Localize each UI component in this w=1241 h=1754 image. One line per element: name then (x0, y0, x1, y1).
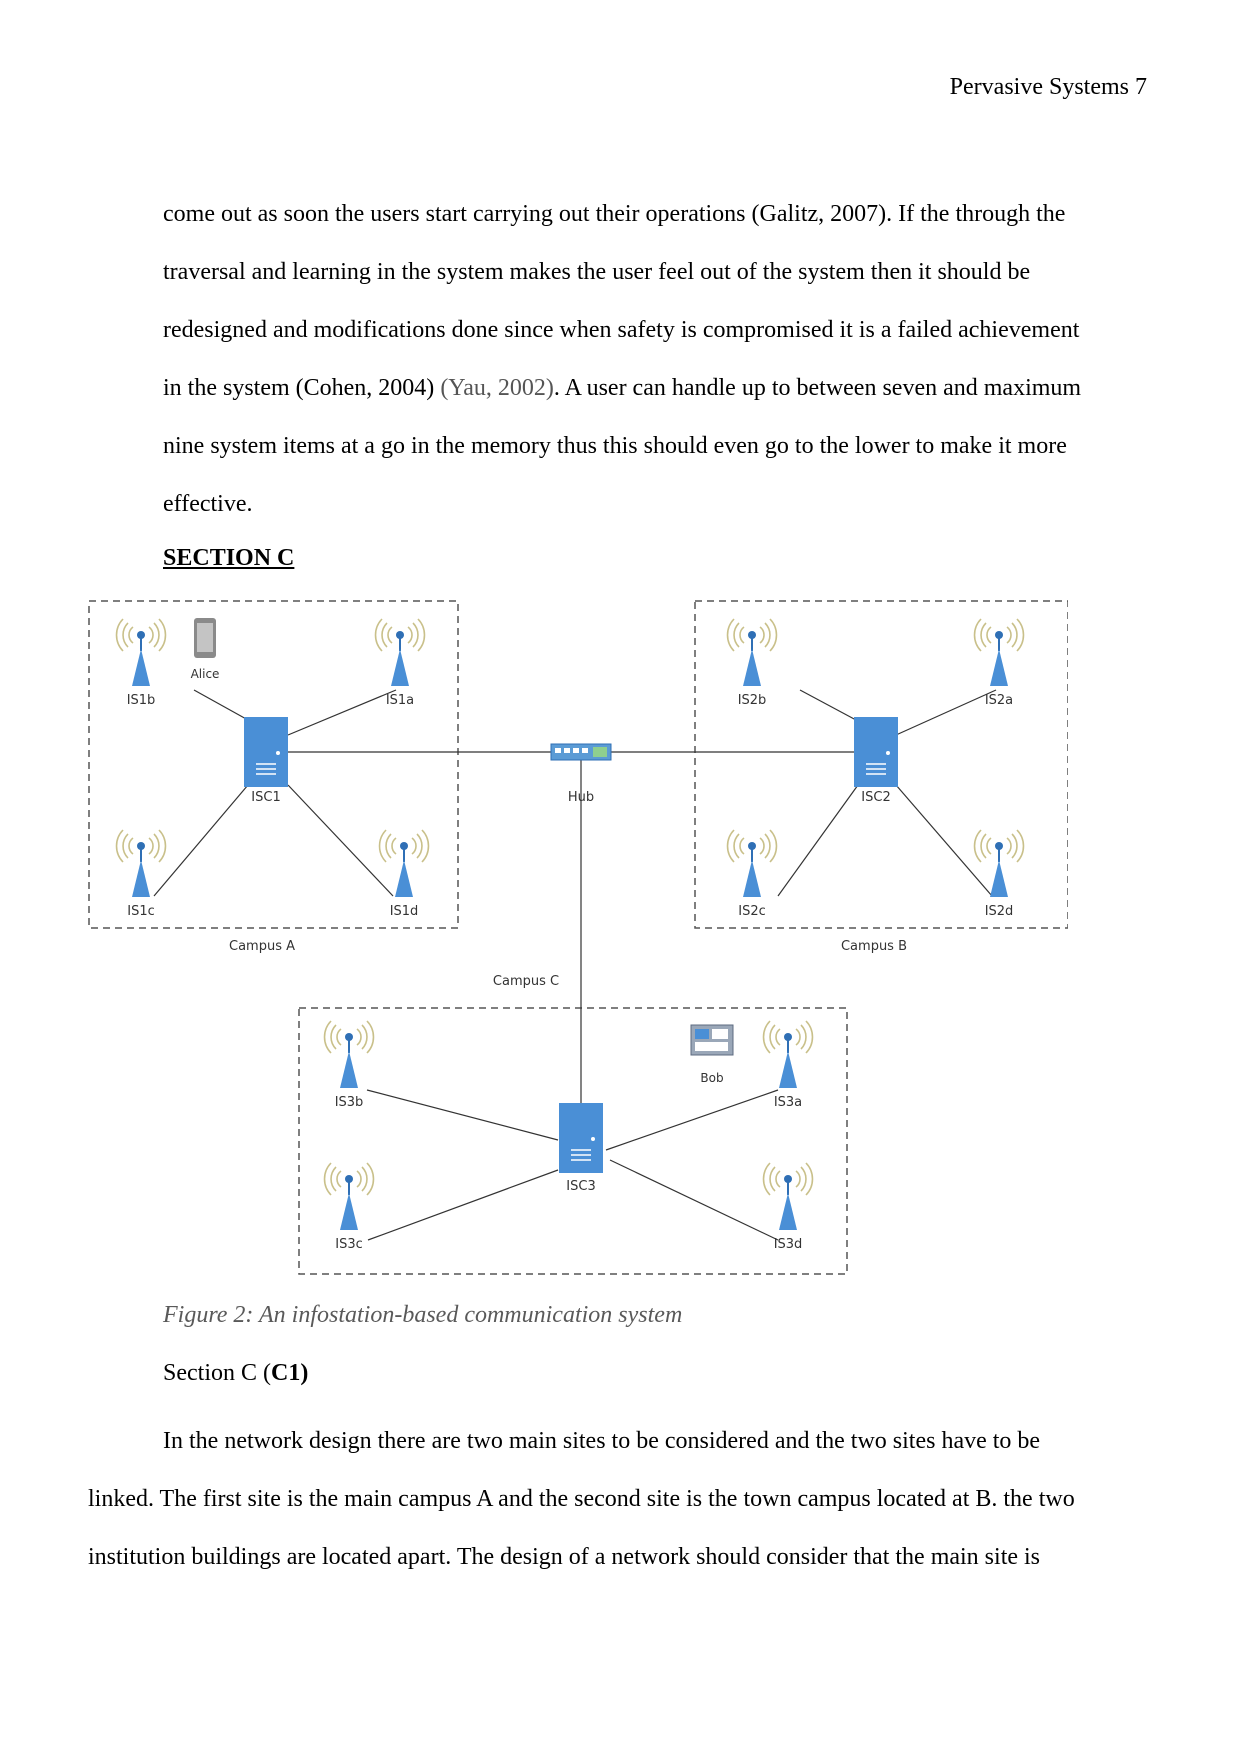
station-label: IS1a (386, 693, 414, 708)
campus-c-boundary (298, 1007, 848, 1275)
antenna-tower-icon (115, 618, 167, 687)
server-isc2-icon (853, 716, 899, 788)
paragraph-line: nine system items at a go in the memory … (163, 433, 1067, 459)
antenna-tower-icon (115, 829, 167, 898)
subsection-prefix: Section C ( (163, 1360, 271, 1386)
antenna-tower-icon (374, 618, 426, 687)
station-label: IS3c (335, 1237, 363, 1252)
station-label: IS2b (738, 693, 767, 708)
intro-paragraph: come out as soon the users start carryin… (163, 185, 1163, 533)
paragraph-line: effective. (163, 491, 253, 517)
paragraph-line: in the system (Cohen, 2004) (Yau, 2002).… (163, 359, 1163, 417)
paragraph-line: institution buildings are located apart.… (88, 1544, 1041, 1570)
campus-label: Campus B (841, 939, 907, 954)
subsection-heading: Section C (C1) (163, 1360, 308, 1387)
paragraph-text: . A user can handle up to between seven … (553, 375, 1082, 401)
server-isc3-icon (558, 1102, 604, 1174)
hub-switch-icon (550, 743, 612, 761)
server-label: ISC2 (861, 790, 890, 805)
server-label: ISC1 (251, 790, 280, 805)
campus-a-boundary (88, 600, 459, 929)
desktop-computer-icon (690, 1024, 734, 1056)
station-label: IS2d (985, 904, 1014, 919)
smartphone-icon (194, 618, 216, 658)
station-label: IS1b (127, 693, 156, 708)
network-diagram: Hub ISC1 ISC2 ISC3 IS1b IS1a IS1c IS1d A… (88, 600, 1068, 1275)
antenna-tower-icon (762, 1162, 814, 1231)
antenna-tower-icon (762, 1020, 814, 1089)
station-label: IS1d (390, 904, 419, 919)
station-label: IS3a (774, 1095, 802, 1110)
server-label: ISC3 (566, 1179, 595, 1194)
paragraph-text: in the system (Cohen, 2004) (163, 375, 441, 401)
campus-b-boundary (694, 600, 1068, 929)
paragraph-line: redesigned and modifications done since … (163, 317, 1080, 343)
running-header: Pervasive Systems 7 (949, 74, 1147, 100)
antenna-tower-icon (323, 1162, 375, 1231)
station-label: IS2c (738, 904, 766, 919)
section-heading: SECTION C (163, 545, 295, 571)
citation: (Yau, 2002) (440, 375, 554, 401)
paragraph-line: In the network design there are two main… (163, 1428, 1041, 1454)
paragraph-line: linked. The first site is the main campu… (88, 1486, 1075, 1512)
server-isc1-icon (243, 716, 289, 788)
antenna-tower-icon (973, 829, 1025, 898)
figure-caption: Figure 2: An infostation-based communica… (163, 1302, 683, 1328)
body-paragraph: In the network design there are two main… (88, 1412, 1158, 1586)
paragraph-line: come out as soon the users start carryin… (163, 201, 1066, 227)
antenna-tower-icon (378, 829, 430, 898)
antenna-tower-icon (323, 1020, 375, 1089)
antenna-tower-icon (726, 618, 778, 687)
station-label: IS2a (985, 693, 1013, 708)
campus-label: Campus C (493, 974, 559, 989)
user-label: Alice (191, 667, 220, 681)
campus-label: Campus A (229, 939, 295, 954)
subsection-id: C1) (271, 1360, 309, 1386)
station-label: IS1c (127, 904, 155, 919)
station-label: IS3d (774, 1237, 803, 1252)
antenna-tower-icon (973, 618, 1025, 687)
antenna-tower-icon (726, 829, 778, 898)
station-label: IS3b (335, 1095, 364, 1110)
hub-label: Hub (568, 790, 594, 805)
user-label: Bob (700, 1071, 723, 1085)
connection-lines (153, 689, 997, 1241)
paragraph-line: traversal and learning in the system mak… (163, 259, 1031, 285)
